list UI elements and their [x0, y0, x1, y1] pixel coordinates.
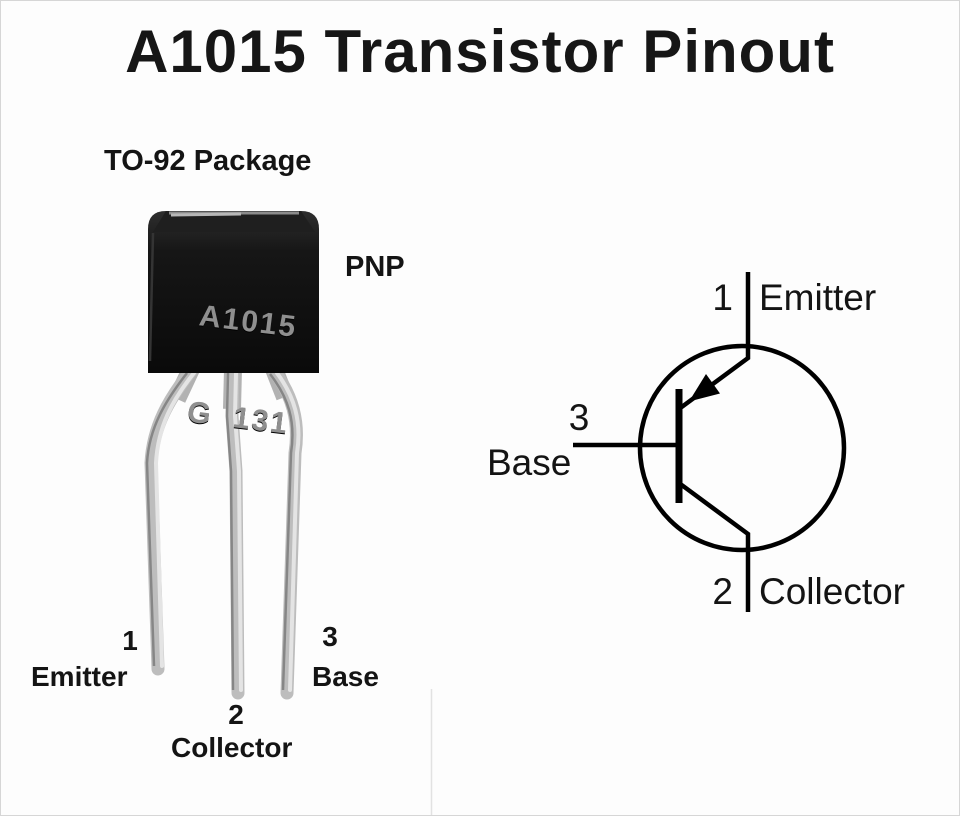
symbol-circle — [637, 343, 847, 553]
page-title: A1015 Transistor Pinout — [125, 18, 835, 85]
pin-1-name-label: Emitter — [31, 661, 128, 692]
marking-line2: G 131 — [185, 395, 291, 441]
pin-1-number-label: 1 — [122, 625, 138, 656]
collector-lead-line — [677, 481, 751, 612]
transistor-type-label: PNP — [345, 251, 405, 283]
leg-emitter — [144, 364, 198, 676]
pin-3-number-label: 3 — [322, 621, 338, 652]
pin-3-name-label: Base — [312, 661, 379, 692]
pnp-transistor-symbol — [573, 272, 847, 612]
marking-line1: A1015 — [197, 299, 300, 344]
leg-collector — [225, 364, 245, 700]
schematic-emitter-number: 1 — [712, 277, 733, 318]
schematic-emitter-label: Emitter — [759, 277, 877, 318]
package-heading: TO-92 Package — [104, 145, 312, 177]
pin-2-name-label: Collector — [171, 732, 293, 763]
transistor-legs — [144, 364, 303, 700]
schematic-base-number: 3 — [568, 397, 590, 438]
schematic-collector-label: Collector — [759, 571, 905, 612]
pnp-arrow-icon — [689, 374, 720, 402]
schematic-collector-number: 2 — [712, 571, 733, 612]
schematic-base-label: Base — [487, 442, 572, 483]
pin-2-number-label: 2 — [228, 699, 244, 730]
to92-package-body — [148, 211, 319, 373]
